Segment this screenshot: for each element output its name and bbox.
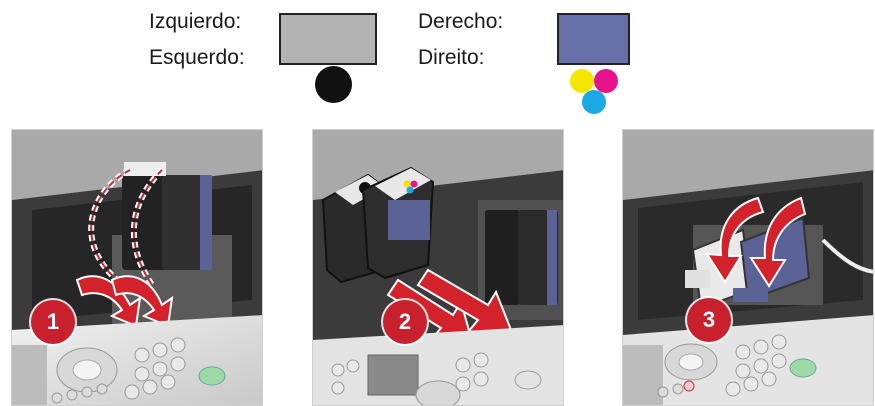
cartridge-legend: Izquierdo: Esquerdo: Derecho: Direito: <box>0 0 875 120</box>
left-cartridge-swatch <box>279 13 377 65</box>
yellow-ink-dot <box>570 69 594 93</box>
right-label-pt: Direito: <box>418 46 485 69</box>
step-1-panel: 1 <box>11 129 263 406</box>
close-cartridge-lids-illustration <box>623 130 873 405</box>
step-3-badge: 3 <box>687 298 731 342</box>
step-2-badge: 2 <box>383 300 427 344</box>
right-label-es: Derecho: <box>418 10 504 33</box>
cyan-ink-dot <box>582 90 606 114</box>
step-2-panel: 2 <box>312 129 564 406</box>
black-ink-icon <box>315 66 352 103</box>
open-cartridge-lids-illustration <box>12 130 262 405</box>
insert-cartridges-illustration <box>313 130 563 405</box>
right-cartridge-swatch <box>557 13 630 65</box>
magenta-ink-dot <box>594 69 618 93</box>
step-3-panel: 3 <box>622 129 874 406</box>
left-label-pt: Esquerdo: <box>149 46 245 69</box>
step-1-badge: 1 <box>31 300 75 344</box>
left-label-es: Izquierdo: <box>149 10 242 33</box>
